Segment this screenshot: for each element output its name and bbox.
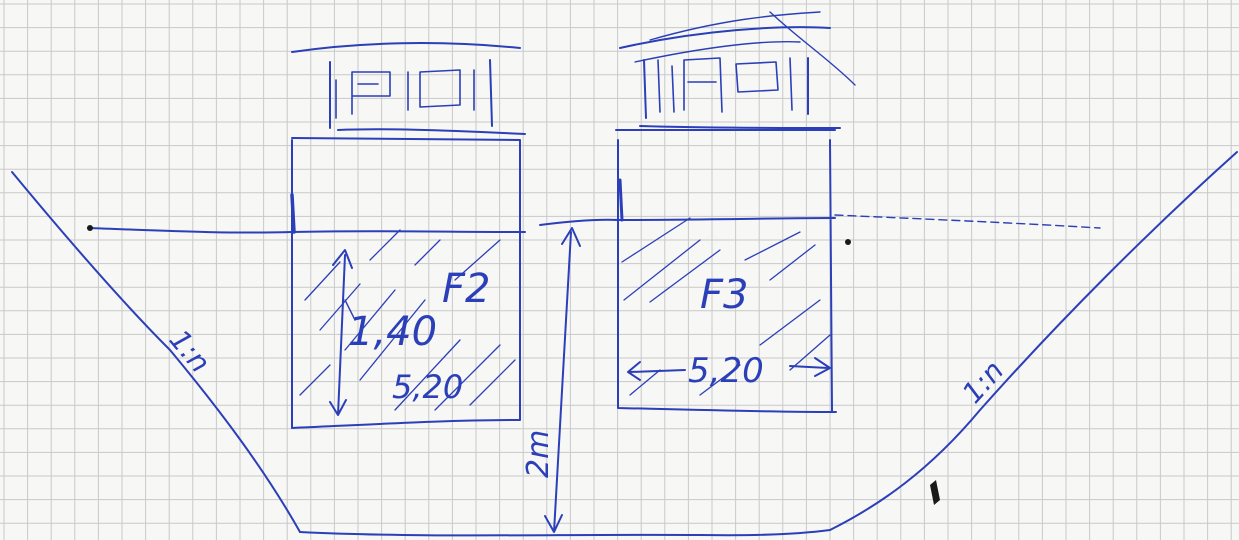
block-left-windows (335, 69, 475, 119)
ink-dot-left (87, 225, 93, 231)
block-left-top-frame (291, 42, 526, 135)
label-slope-left: 1:n (163, 323, 217, 379)
trench-right-slope (829, 151, 1238, 531)
label-height-left: 1,40 (348, 309, 437, 355)
water-level-line-right (834, 214, 1101, 229)
label-width-right: 5,20 (688, 351, 764, 391)
box-right-hatching (621, 217, 831, 396)
trench-left-slope (11, 171, 301, 533)
label-width-left: 5,20 (392, 368, 463, 406)
ink-smudge (930, 480, 940, 505)
dim-arrow-left-vertical (329, 249, 353, 416)
box-right-outline (615, 129, 837, 413)
block-right-roof-cross-lines (634, 11, 856, 86)
dim-arrow-right-horizontal (627, 357, 831, 381)
label-field-left: F2 (442, 266, 490, 312)
label-field-right: F3 (700, 272, 748, 318)
water-level-line-left (87, 227, 293, 234)
box-left-thick-edge (290, 193, 296, 234)
box-left-outline (291, 137, 526, 429)
ink-dot-right (845, 239, 851, 245)
water-level-line-middle (539, 218, 621, 226)
box-left-hatching (299, 229, 516, 411)
box-right-thick-edge (618, 178, 624, 222)
block-right-windows (657, 57, 793, 113)
block-right-top-frame (619, 26, 841, 129)
dim-arrow-left-marker (344, 299, 356, 321)
dim-arrow-center-vertical (544, 227, 581, 533)
label-slope-right: 1:n (956, 354, 1011, 410)
trench-bottom (299, 529, 831, 537)
label-depth-center: 2m (521, 430, 556, 478)
